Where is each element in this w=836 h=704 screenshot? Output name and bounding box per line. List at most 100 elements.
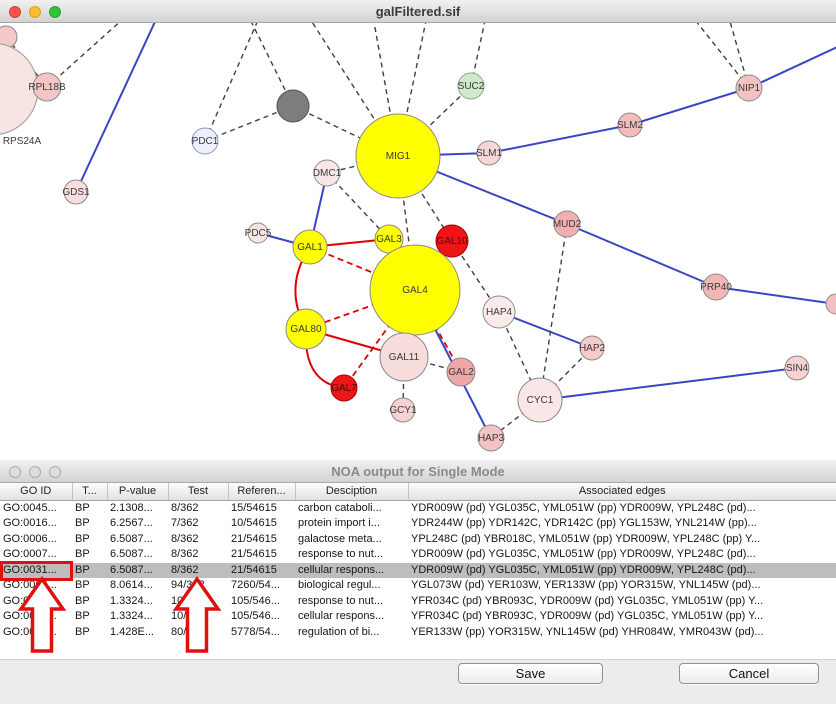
- node-label-GAL1: GAL1: [297, 242, 323, 253]
- table-cell: YDR009W (pd) YGL035C, YML051W (pp) YDR00…: [411, 548, 756, 560]
- node-SLM2[interactable]: [617, 112, 643, 138]
- node-PRP40[interactable]: [702, 273, 730, 301]
- table-cell: protein import i...: [298, 517, 380, 529]
- column-header-1[interactable]: T...: [72, 483, 108, 501]
- node-GAL7[interactable]: [330, 374, 358, 402]
- node-DMC1[interactable]: [313, 159, 341, 187]
- network-window-title: galFiltered.sif: [375, 4, 461, 19]
- edge-SLM1-SLM2[interactable]: [488, 124, 631, 154]
- zoom-button[interactable]: [49, 6, 61, 18]
- noa-window-titlebar[interactable]: NOA output for Single Mode: [0, 460, 836, 483]
- edge-gray-MIG1[interactable]: [292, 105, 399, 157]
- table-cell: GO:0016...: [3, 517, 57, 529]
- node-PDC5[interactable]: [247, 222, 269, 244]
- edge-NIP1-a9[interactable]: [748, 43, 836, 89]
- table-cell: YFR034C (pd) YBR093C, YDR009W (pd) YGL03…: [411, 610, 764, 622]
- node-MUD2[interactable]: [553, 210, 581, 238]
- edge-MIG1-SUC2[interactable]: [397, 85, 472, 157]
- column-header-0[interactable]: GO ID: [0, 483, 73, 501]
- table-cell: galactose meta...: [298, 532, 382, 545]
- edge-CYC1-SIN4[interactable]: [539, 367, 798, 401]
- edge-RPL18B-a0[interactable]: [46, 23, 132, 88]
- table-cell: cellular respons...: [298, 610, 385, 622]
- node-GAL10[interactable]: [435, 224, 469, 258]
- node-GCY1[interactable]: [390, 397, 416, 423]
- table-cell: 105/546...: [231, 594, 280, 607]
- minimize-button[interactable]: [29, 6, 41, 18]
- close-button[interactable]: [9, 6, 21, 18]
- node-HAP2[interactable]: [579, 335, 605, 361]
- node-SLM1[interactable]: [476, 140, 502, 166]
- node-HAP3[interactable]: [477, 424, 505, 452]
- edge-MIG1-a11[interactable]: [397, 23, 428, 157]
- column-header-5[interactable]: Desciption: [295, 483, 409, 501]
- edge-HAP4-HAP2[interactable]: [498, 311, 593, 349]
- zoom-button[interactable]: [49, 466, 61, 478]
- node-HAP4[interactable]: [482, 295, 516, 329]
- column-header-3[interactable]: Test: [168, 483, 229, 501]
- node-GAL80[interactable]: [285, 308, 327, 350]
- table-cell: 8/362: [171, 501, 199, 514]
- node-GAL4[interactable]: [369, 244, 461, 336]
- edge-NIP1-a7[interactable]: [688, 23, 750, 89]
- node-label-GAL11: GAL11: [389, 352, 420, 363]
- network-window-titlebar[interactable]: galFiltered.sif: [0, 0, 836, 23]
- edge-PDC1-a2[interactable]: [204, 23, 262, 142]
- network-graph: RPS24ARPL18BGDS1PDC1DMC1MIG1SUC2SLM1SLM2…: [0, 23, 836, 452]
- table-cell: GO:0006...: [3, 532, 57, 545]
- node-gray[interactable]: [276, 89, 310, 123]
- edge-MIG1-a5[interactable]: [372, 23, 399, 157]
- table-cell: YDR009W (pd) YGL035C, YML051W (pp) YDR00…: [411, 563, 756, 576]
- close-button[interactable]: [9, 466, 21, 478]
- edge-HAP4-CYC1[interactable]: [498, 311, 541, 401]
- save-button[interactable]: Save: [458, 663, 603, 684]
- node-SUC2[interactable]: [457, 72, 485, 100]
- node-RPL18B[interactable]: [32, 72, 62, 102]
- node-GDS1[interactable]: [63, 179, 89, 205]
- minimize-button[interactable]: [29, 466, 41, 478]
- node-SIN4[interactable]: [784, 355, 810, 381]
- table-cell: BP: [75, 517, 90, 529]
- edge-PRP40-edgeR[interactable]: [715, 286, 836, 305]
- table-cell: GO:0031...: [3, 563, 57, 576]
- table-cell: response to nut...: [298, 594, 383, 607]
- edge-DMC1-GAL3[interactable]: [326, 172, 390, 240]
- column-header-4[interactable]: Referen...: [228, 483, 296, 501]
- edge-MUD2-CYC1[interactable]: [539, 223, 568, 401]
- edge-SLM2-NIP1[interactable]: [629, 87, 750, 126]
- column-header-6[interactable]: Associated edges: [408, 483, 836, 501]
- node-GAL11[interactable]: [379, 332, 429, 382]
- table-cell: GO:0007...: [3, 548, 57, 560]
- cancel-button[interactable]: Cancel: [679, 663, 819, 684]
- table-cell: response to nut...: [298, 548, 383, 560]
- node-CYC1[interactable]: [517, 377, 563, 423]
- column-header-2[interactable]: P-value: [107, 483, 169, 501]
- table-cell: 10/54615: [231, 517, 277, 529]
- node-label-GAL4: GAL4: [402, 285, 428, 296]
- edge-MUD2-PRP40[interactable]: [566, 223, 717, 288]
- table-cell: YDR009W (pd) YGL035C, YML051W (pp) YDR00…: [411, 501, 756, 514]
- edge-MIG1-GAL10[interactable]: [397, 155, 453, 242]
- node-NIP1[interactable]: [735, 74, 763, 102]
- table-cell: 7/362: [171, 517, 199, 529]
- node-GAL1[interactable]: [292, 229, 328, 265]
- node-GAL2[interactable]: [446, 357, 476, 387]
- node-PDC1[interactable]: [191, 127, 219, 155]
- edge-PDC1-gray[interactable]: [204, 105, 294, 142]
- table-cell: regulation of bi...: [298, 625, 380, 638]
- node-edgeR[interactable]: [825, 293, 836, 315]
- edge-a1-GDS1[interactable]: [75, 23, 160, 193]
- node-MIG1[interactable]: [355, 113, 441, 199]
